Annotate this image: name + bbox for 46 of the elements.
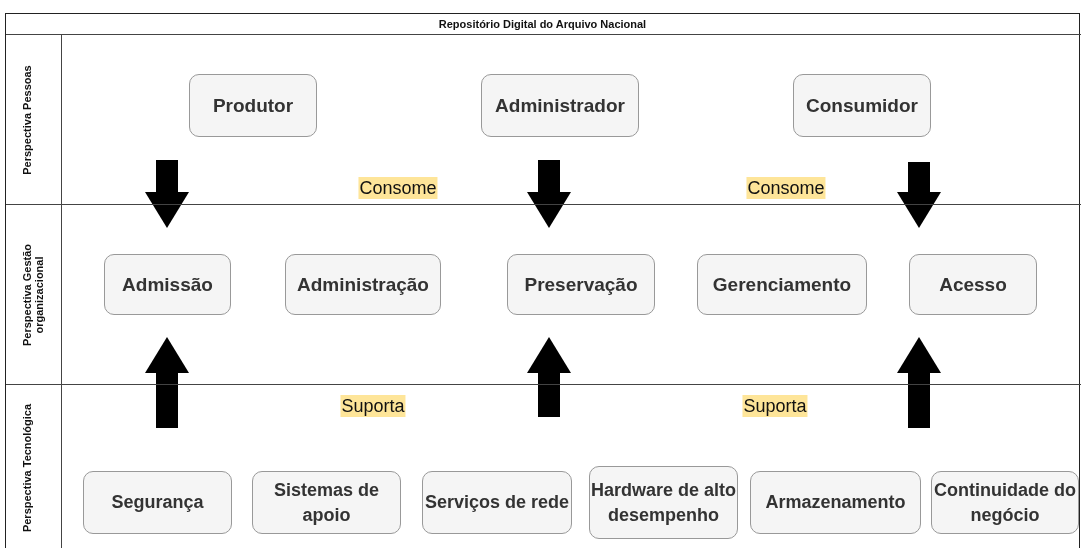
highlighted-label: Suporta	[742, 395, 808, 417]
process-box	[481, 74, 639, 137]
box-label: Consumidor	[806, 94, 918, 118]
highlighted-label: Consome	[746, 177, 826, 199]
lane-title: Perspectiva Gestão organizacional	[21, 242, 45, 349]
process-box	[589, 466, 738, 539]
swimlane	[6, 384, 1081, 548]
swimlane	[6, 34, 1081, 204]
process-box	[750, 471, 921, 534]
box-label: Preservação	[524, 273, 638, 297]
process-box	[697, 254, 867, 315]
pool-label: Repositório Digital do Arquivo Nacional	[437, 17, 648, 32]
box-label: Sistemas de apoio	[272, 478, 381, 527]
box-label: Segurança	[111, 491, 204, 514]
lane-title: Perspectiva Tecnológica	[21, 402, 33, 535]
pool-frame	[5, 13, 1080, 548]
block-arrow	[527, 337, 571, 417]
box-label: Administrador	[495, 94, 625, 118]
box-label: Hardware de alto desempenho	[590, 478, 737, 527]
box-label: Gerenciamento	[712, 273, 852, 297]
swimlane	[6, 204, 1081, 384]
process-box	[104, 254, 231, 315]
process-box	[422, 471, 572, 534]
process-box	[909, 254, 1037, 315]
box-label: Produtor	[212, 94, 294, 118]
box-label: Administração	[297, 273, 429, 297]
box-label: Serviços de rede	[424, 491, 570, 514]
highlighted-label: Suporta	[340, 395, 406, 417]
process-box	[189, 74, 317, 137]
highlighted-label: Consome	[358, 177, 438, 199]
process-box	[83, 471, 232, 534]
box-label: Continuidade do negócio	[933, 478, 1077, 527]
box-label: Acesso	[939, 273, 1007, 297]
block-arrow	[145, 337, 189, 428]
process-box	[252, 471, 401, 534]
box-label: Admissão	[122, 273, 213, 297]
block-arrow	[145, 160, 189, 228]
block-arrow	[527, 160, 571, 228]
process-box	[793, 74, 931, 137]
process-box	[931, 471, 1079, 534]
block-arrow	[897, 337, 941, 428]
process-box	[507, 254, 655, 315]
process-box	[285, 254, 441, 315]
lane-title: Perspectiva Pessoas	[21, 64, 33, 177]
box-label: Armazenamento	[765, 491, 906, 514]
block-arrow	[897, 162, 941, 228]
